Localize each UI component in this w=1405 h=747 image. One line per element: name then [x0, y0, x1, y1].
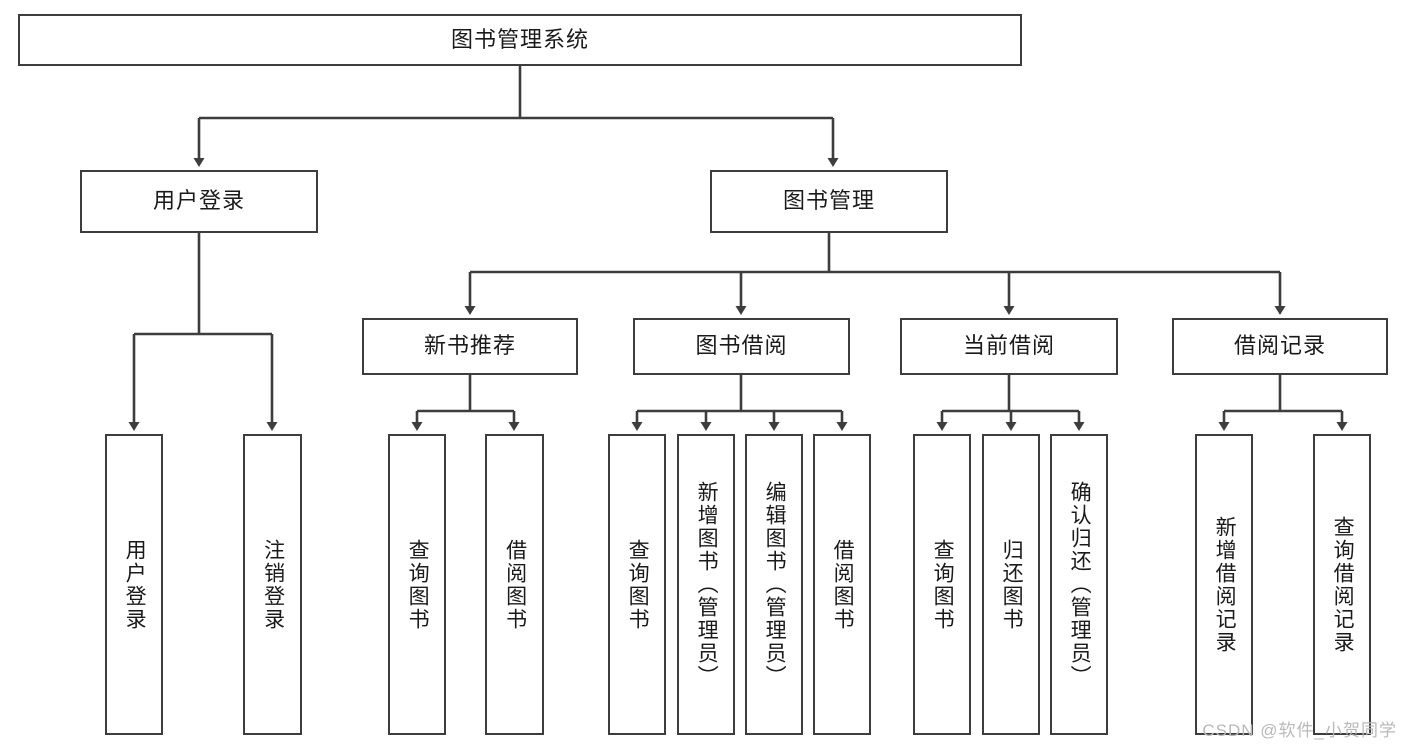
leaf-query-book-current[interactable]: 查询图书: [913, 434, 971, 735]
leaf-edit-book-admin[interactable]: 编辑图书（管理员）: [745, 434, 803, 735]
node-new-book-recommend[interactable]: 新书推荐: [362, 318, 578, 375]
leaf-query-book-borrow-label: 查询图书: [626, 538, 650, 631]
node-current-borrow-label: 当前借阅: [962, 333, 1055, 359]
leaf-borrow-book-label: 借阅图书: [831, 538, 855, 631]
leaf-query-book-current-label: 查询图书: [931, 538, 955, 631]
node-current-borrow[interactable]: 当前借阅: [900, 318, 1118, 375]
node-book-management-label: 图书管理: [782, 188, 875, 214]
leaf-query-book-recommend-label: 查询图书: [406, 538, 430, 631]
leaf-return-book[interactable]: 归还图书: [982, 434, 1040, 735]
leaf-add-borrow-record[interactable]: 新增借阅记录: [1195, 434, 1253, 735]
node-book-management[interactable]: 图书管理: [710, 170, 948, 233]
leaf-query-borrow-record-label: 查询借阅记录: [1331, 515, 1355, 654]
node-user-login-label: 用户登录: [152, 188, 245, 214]
node-book-borrow[interactable]: 图书借阅: [633, 318, 850, 375]
node-root-label: 图书管理系统: [450, 26, 589, 52]
leaf-return-book-label: 归还图书: [1000, 538, 1024, 631]
leaf-query-borrow-record[interactable]: 查询借阅记录: [1313, 434, 1371, 735]
leaf-logout[interactable]: 注销登录: [243, 434, 302, 735]
leaf-borrow-book[interactable]: 借阅图书: [813, 434, 871, 735]
node-book-borrow-label: 图书借阅: [695, 333, 788, 359]
leaf-query-book-borrow[interactable]: 查询图书: [608, 434, 666, 735]
leaf-user-login[interactable]: 用户登录: [105, 434, 163, 735]
node-new-book-recommend-label: 新书推荐: [423, 333, 516, 359]
leaf-borrow-book-recommend-label: 借阅图书: [503, 538, 527, 631]
leaf-confirm-return-admin-label: 确认归还（管理员）: [1068, 481, 1092, 688]
leaf-logout-label: 注销登录: [261, 538, 285, 631]
node-borrow-record-label: 借阅记录: [1233, 333, 1326, 359]
watermark: CSDN @软件_小贺同学: [1202, 721, 1397, 740]
leaf-user-login-label: 用户登录: [123, 538, 147, 631]
node-user-login[interactable]: 用户登录: [80, 170, 318, 233]
leaf-query-book-recommend[interactable]: 查询图书: [388, 434, 446, 735]
leaf-confirm-return-admin[interactable]: 确认归还（管理员）: [1050, 434, 1108, 735]
leaf-add-book-admin[interactable]: 新增图书（管理员）: [677, 434, 735, 735]
leaf-add-book-admin-label: 新增图书（管理员）: [695, 481, 719, 688]
node-borrow-record[interactable]: 借阅记录: [1172, 318, 1388, 375]
leaf-borrow-book-recommend[interactable]: 借阅图书: [485, 434, 544, 735]
node-root[interactable]: 图书管理系统: [18, 14, 1022, 66]
leaf-edit-book-admin-label: 编辑图书（管理员）: [763, 481, 787, 688]
leaf-add-borrow-record-label: 新增借阅记录: [1213, 515, 1237, 654]
